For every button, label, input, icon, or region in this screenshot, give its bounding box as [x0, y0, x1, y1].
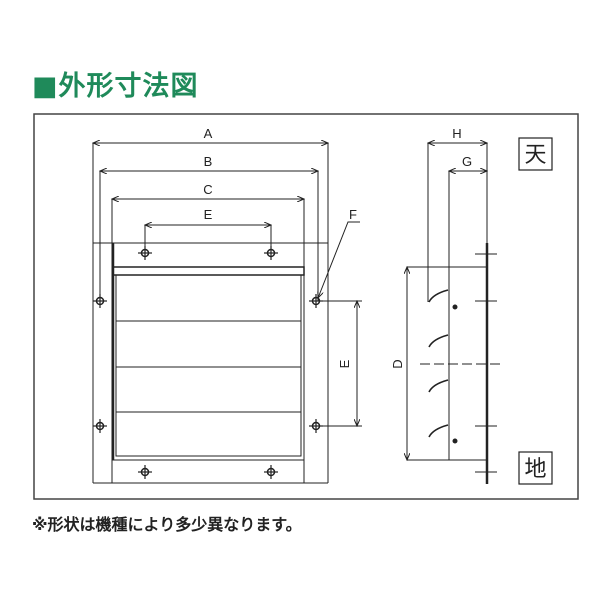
- dim-label-c: C: [203, 182, 212, 197]
- footnote: ※形状は機種により多少異なります。: [32, 515, 302, 534]
- top-marker-box: [518, 137, 553, 171]
- dim-label-d: D: [390, 359, 405, 368]
- drawing-frame: [33, 113, 579, 500]
- dim-label-g: G: [462, 154, 472, 169]
- side-view: [407, 143, 504, 484]
- dim-label-e-vertical: E: [337, 359, 352, 368]
- dim-label-a: A: [204, 126, 213, 141]
- dim-label-b: B: [204, 154, 213, 169]
- bottom-marker: 地: [524, 457, 546, 482]
- top-marker: 天: [524, 143, 546, 168]
- bottom-marker-box: [518, 451, 553, 485]
- front-view: [93, 143, 362, 484]
- dim-label-f: F: [349, 207, 357, 222]
- dim-label-e: E: [204, 207, 213, 222]
- mounting-holes: [92, 245, 324, 480]
- dim-label-h: H: [452, 126, 461, 141]
- section-title: ■外形寸法図: [32, 71, 199, 102]
